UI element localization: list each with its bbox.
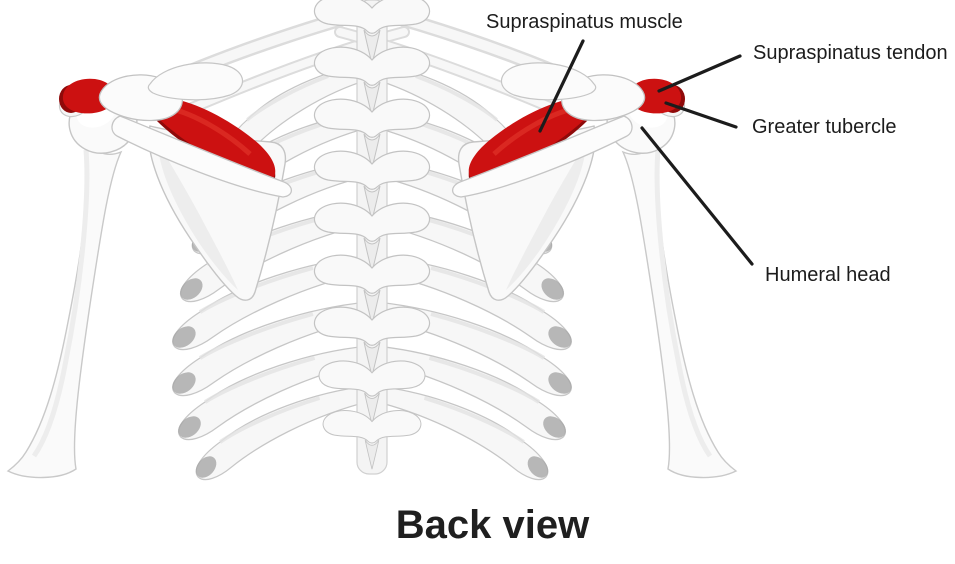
spinal-column (313, 0, 431, 475)
label-greater-tubercle: Greater tubercle (752, 116, 897, 138)
leader-line-humeral-head (640, 126, 754, 266)
label-supraspinatus-muscle: Supraspinatus muscle (486, 11, 683, 33)
label-supraspinatus-tendon: Supraspinatus tendon (753, 42, 948, 64)
leader-lines (538, 39, 754, 266)
label-humeral-head: Humeral head (765, 264, 891, 286)
leader-line-supraspinatus-tendon (657, 54, 742, 93)
leader-line-supraspinatus-muscle (538, 39, 585, 133)
leader-line-greater-tubercle (664, 101, 738, 129)
figure-caption: Back view (395, 503, 590, 547)
